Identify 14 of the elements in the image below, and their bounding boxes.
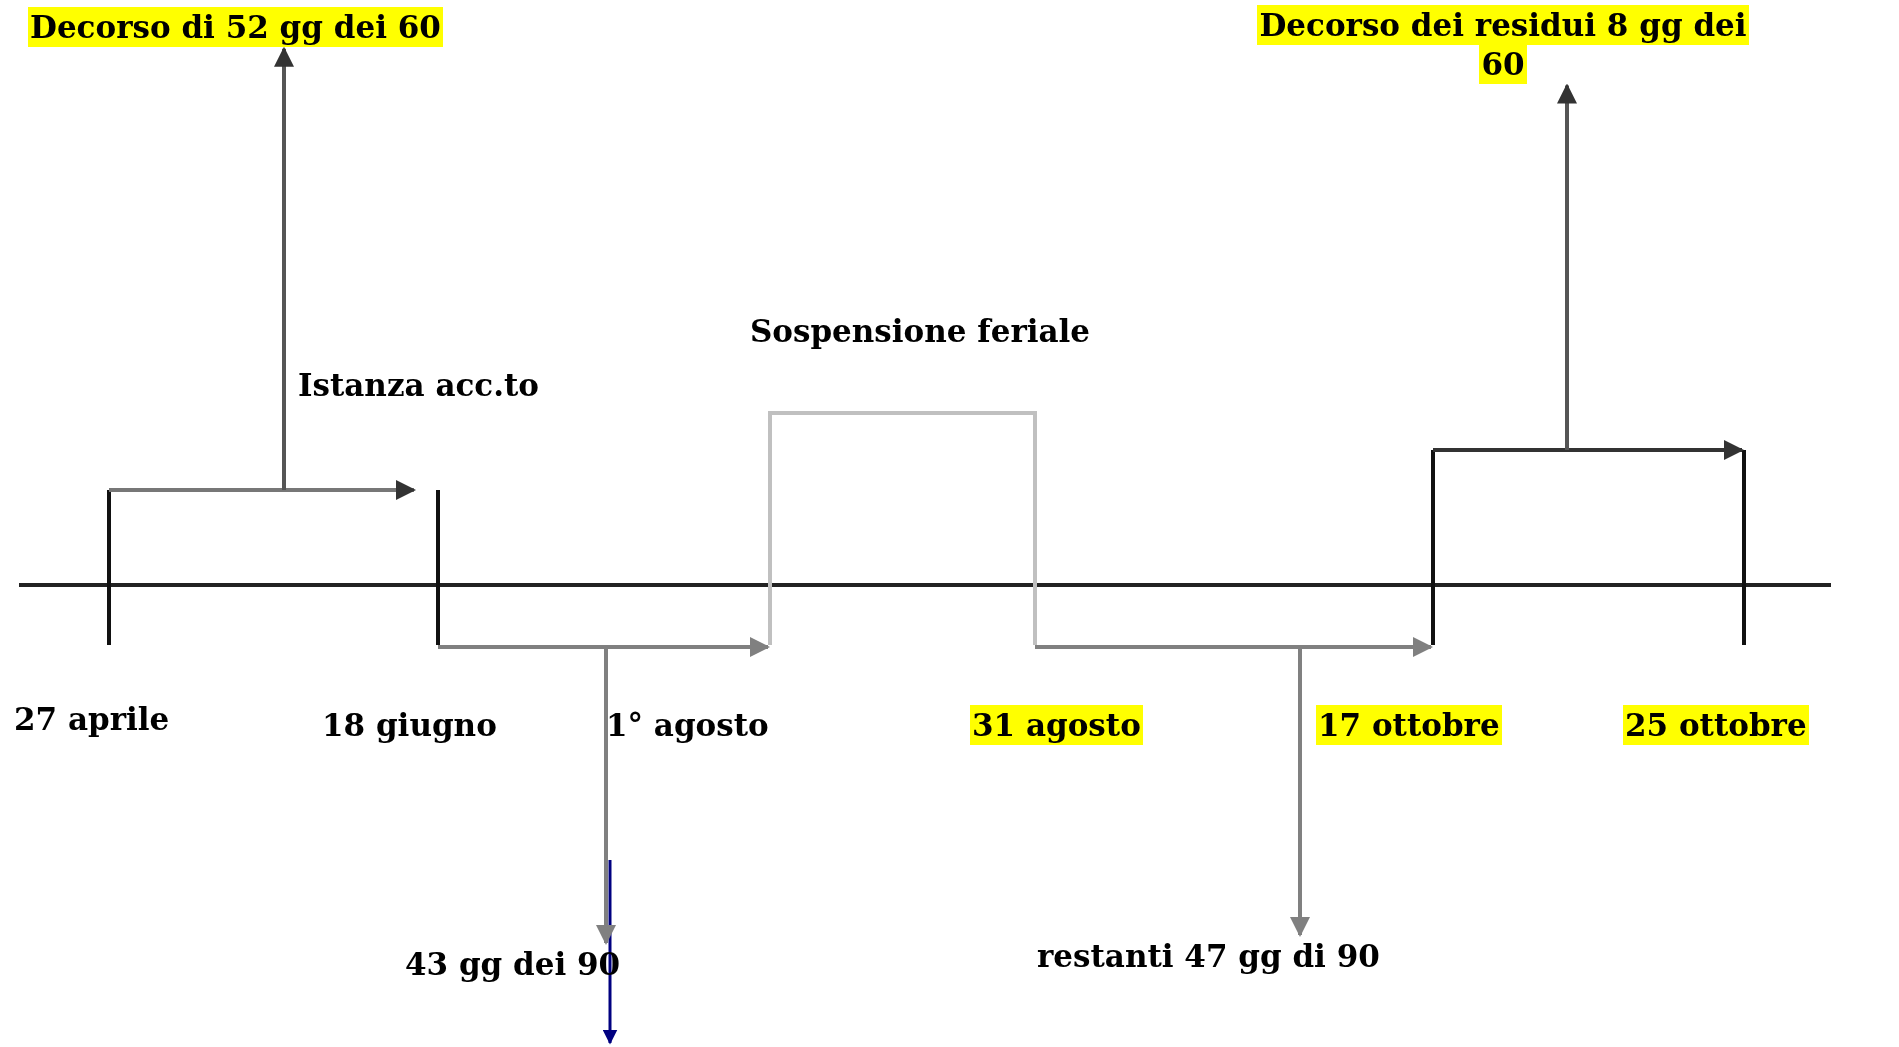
date-label: 25 ottobre [1623, 706, 1809, 745]
date-label: 31 agosto [970, 706, 1143, 745]
date-label: 1° agosto [606, 706, 769, 745]
period-label: Sospensione feriale [745, 312, 1095, 351]
date-label: 18 giugno [322, 706, 497, 745]
date-label: 27 aprile [14, 700, 170, 739]
duration-label: restanti 47 gg di 90 [1037, 937, 1380, 976]
arrow [596, 647, 616, 945]
arrow [1557, 83, 1577, 450]
arrow [1290, 647, 1310, 937]
event-label: Istanza acc.to [298, 366, 539, 405]
arrow [274, 46, 294, 490]
date-label: 17 ottobre [1316, 706, 1502, 745]
highlighted-note: Decorso di 52 gg dei 60 [28, 8, 443, 47]
